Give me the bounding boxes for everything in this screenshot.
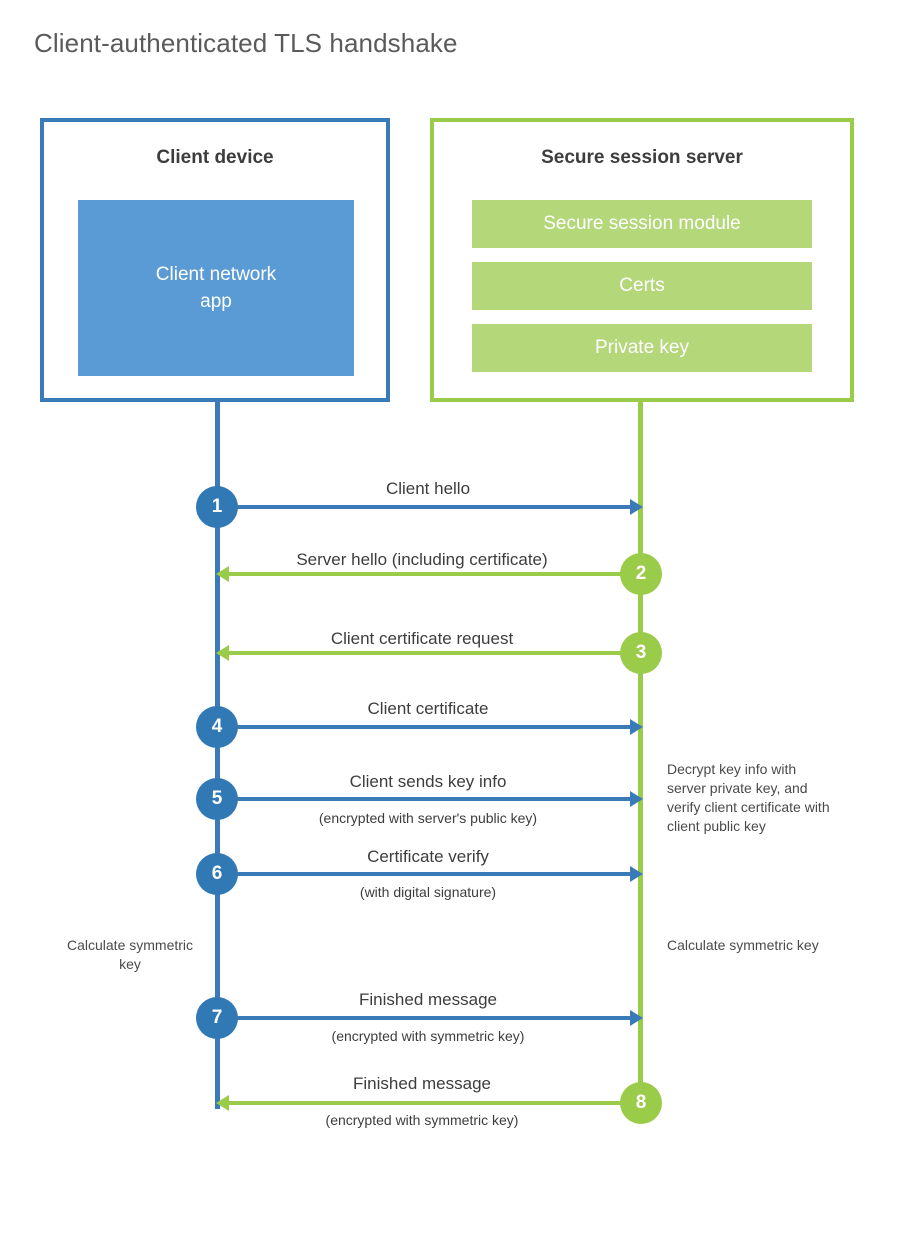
step-4-label: Client certificate <box>367 699 489 718</box>
client-device-title: Client device <box>156 147 274 168</box>
step-1-arrow-line <box>218 505 630 509</box>
step-6-arrow-line <box>218 872 630 876</box>
step-2-badge[interactable]: 2 <box>620 553 662 595</box>
step-8-label: Finished message <box>353 1074 491 1093</box>
step-1-badge[interactable]: 1 <box>196 486 238 528</box>
server-lifeline <box>638 400 643 1109</box>
step-8-sublabel: (encrypted with symmetric key) <box>325 1112 519 1128</box>
step-6-badge[interactable]: 6 <box>196 853 238 895</box>
step-6-arrow-head-icon <box>630 866 643 882</box>
step-2-arrow-line <box>222 572 640 576</box>
step-7-sublabel: (encrypted with symmetric key) <box>331 1028 525 1044</box>
step-1-arrow-head-icon <box>630 499 643 515</box>
step-8-badge[interactable]: 8 <box>620 1082 662 1124</box>
step-2-label: Server hello (including certificate) <box>296 550 548 569</box>
secure-session-server-title: Secure session server <box>541 147 743 168</box>
server-block-secure-session-module: Secure session module <box>472 200 812 248</box>
step-4-badge[interactable]: 4 <box>196 706 238 748</box>
client-device-box: Client device Client network app <box>40 118 390 402</box>
step-8-arrow-line <box>222 1101 640 1105</box>
step-7-badge[interactable]: 7 <box>196 997 238 1039</box>
step-7-arrow-head-icon <box>630 1010 643 1026</box>
client-calculate-symmetric-key-note: Calculate symmetric key <box>66 937 194 972</box>
client-lifeline <box>215 400 220 1109</box>
server-decrypt-note: Decrypt key info with server private key… <box>667 761 830 834</box>
step-6-label: Certificate verify <box>367 847 489 866</box>
step-6-sublabel: (with digital signature) <box>359 884 497 900</box>
page-title: Client-authenticated TLS handshake <box>34 28 458 58</box>
step-7-label: Finished message <box>359 990 497 1009</box>
client-app-label-line2: app <box>200 291 232 312</box>
step-3-arrow-head-icon <box>216 645 229 661</box>
client-app-label-line1: Client network <box>155 264 277 285</box>
step-7-arrow-line <box>218 1016 630 1020</box>
step-8-arrow-head-icon <box>216 1095 229 1111</box>
client-network-app-block: Client network app <box>78 200 354 376</box>
step-4-arrow-line <box>218 725 630 729</box>
step-2-arrow-head-icon <box>216 566 229 582</box>
step-4-arrow-head-icon <box>630 719 643 735</box>
server-block-private-key: Private key <box>472 324 812 372</box>
step-5-label: Client sends key info <box>349 772 507 791</box>
step-1-label: Client hello <box>385 479 471 498</box>
step-3-badge[interactable]: 3 <box>620 632 662 674</box>
step-5-sublabel: (encrypted with server's public key) <box>318 810 538 826</box>
step-5-arrow-line <box>218 797 630 801</box>
server-calculate-symmetric-key-note: Calculate symmetric key <box>667 937 819 953</box>
step-3-arrow-line <box>222 651 640 655</box>
secure-session-server-box: Secure session server Secure session mod… <box>430 118 854 402</box>
server-block-certs: Certs <box>472 262 812 310</box>
step-5-badge[interactable]: 5 <box>196 778 238 820</box>
step-5-arrow-head-icon <box>630 791 643 807</box>
step-3-label: Client certificate request <box>330 629 514 648</box>
